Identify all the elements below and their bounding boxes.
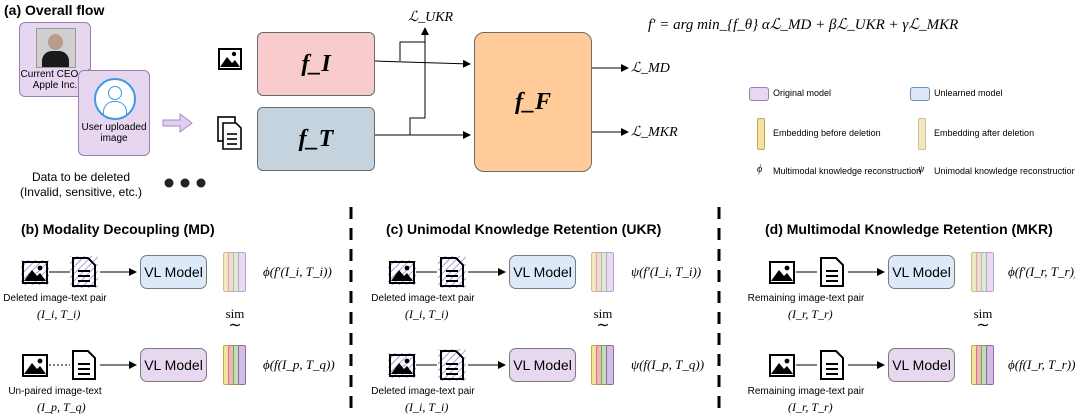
panel-c-sim: sim ∼ <box>590 306 616 334</box>
flow-arrow-icon <box>162 113 193 133</box>
ellipsis-dot <box>164 178 174 188</box>
user-avatar-icon <box>94 78 136 120</box>
sim-label: sim <box>593 306 613 321</box>
panel-d-bottom-formula: ϕ(f(I_r, T_r)) <box>1008 357 1075 372</box>
panel-c-top-sub: (I_i, T_i) <box>405 307 449 321</box>
deleted-image-icon <box>388 353 416 378</box>
panel-b-top-formula: ϕ(f′(I_i, T_i)) <box>263 264 332 279</box>
embedding-before-stack <box>223 345 246 385</box>
panel-b-sim: sim ∼ <box>222 306 248 334</box>
panel-b-bottom-caption: Un-paired image-text <box>8 386 102 397</box>
image-icon <box>22 354 48 377</box>
panel-c-title: (c) Unimodal Knowledge Retention (UKR) <box>386 221 662 237</box>
sim-label: sim <box>973 306 993 321</box>
unlearned-vl-model: VL Model <box>888 255 955 289</box>
legend-phi-label: Multimodal knowledge reconstruction <box>773 166 922 176</box>
panel-d-top-caption: Remaining image-text pair <box>747 293 865 304</box>
panel-d-bottom-caption: Remaining image-text pair <box>747 386 865 397</box>
panel-c-bottom-sub: (I_i, T_i) <box>405 400 449 414</box>
deleted-text-icon <box>438 349 466 381</box>
unlearned-vl-model: VL Model <box>509 255 576 289</box>
deleted-image-icon <box>21 260 49 285</box>
legend-original-swatch <box>749 87 769 101</box>
tilde-icon: ∼ <box>976 317 990 334</box>
fusion-model-box: f_F <box>474 32 592 172</box>
image-encoder-box: f_I <box>257 32 375 96</box>
documents-icon <box>217 116 242 150</box>
fi-to-ukr-arrow <box>399 27 429 61</box>
panel-d-top-sub: (I_r, T_r) <box>788 307 833 321</box>
original-vl-model: VL Model <box>888 348 955 382</box>
unlearned-vl-model: VL Model <box>140 255 207 289</box>
ellipsis-dot <box>180 178 190 188</box>
legend-emb-after-label: Embedding after deletion <box>934 128 1035 138</box>
ceo-caption: Current CEO of Apple Inc. <box>20 69 90 91</box>
loss-mkr: ℒ_MKR <box>631 125 678 140</box>
ft-to-ukr-arrow <box>409 42 426 135</box>
legend-emb-after-swatch <box>918 118 926 150</box>
tilde-icon: ∼ <box>228 317 242 334</box>
data-to-delete-caption: Data to be deleted (Invalid, sensitive, … <box>6 170 156 200</box>
panel-b-bottom-sub: (I_p, T_q) <box>37 400 86 414</box>
panel-b-title: (b) Modality Decoupling (MD) <box>21 221 215 237</box>
legend-unlearned-swatch <box>910 87 930 101</box>
deleted-text-icon <box>438 256 466 288</box>
ff-label: f_F <box>515 88 551 115</box>
legend-psi-symbol: ψ <box>918 164 925 175</box>
panel-d-bottom-sub: (I_r, T_r) <box>788 400 833 414</box>
fi-to-ff-arrow <box>374 59 471 68</box>
panel-d-title: (d) Multimodal Knowledge Retention (MKR) <box>765 221 1053 237</box>
embedding-before-stack <box>591 345 614 385</box>
sim-label: sim <box>225 306 245 321</box>
image-icon <box>769 261 795 284</box>
original-vl-model: VL Model <box>509 348 576 382</box>
text-document-icon <box>820 257 844 287</box>
panel-c-top-caption: Deleted image-text pair <box>371 293 475 304</box>
panel-d-top-formula: ϕ(f′(I_r, T_r)) <box>1008 264 1075 279</box>
legend-emb-before-label: Embedding before deletion <box>773 128 881 138</box>
user-caption: User uploaded image <box>81 122 147 144</box>
panel-d-sim: sim ∼ <box>970 306 996 334</box>
panel-b-top-sub: (I_i, T_i) <box>37 307 81 321</box>
text-document-icon <box>72 350 96 380</box>
legend-phi-symbol: ϕ <box>757 164 763 175</box>
data-caption-line1: Data to be deleted <box>31 170 131 184</box>
panel-c-bottom-formula: ψ(f(I_p, T_q)) <box>631 357 705 372</box>
panel-c-top-formula: ψ(f′(I_i, T_i)) <box>631 264 702 279</box>
legend-original-label: Original model <box>773 88 832 98</box>
embedding-after-stack <box>223 252 246 292</box>
embedding-after-stack <box>591 252 614 292</box>
original-vl-model: VL Model <box>140 348 207 382</box>
ft-label: f_T <box>298 125 334 152</box>
deleted-text-icon <box>70 256 98 288</box>
panel-a-title: (a) Overall flow <box>4 2 105 18</box>
image-icon <box>218 48 242 70</box>
tilde-icon: ∼ <box>596 317 610 334</box>
objective-formula: f′ = arg min_{f_θ} αℒ_MD + βℒ_UKR + γℒ_M… <box>648 17 959 33</box>
legend-emb-before-swatch <box>757 118 765 150</box>
text-document-icon <box>820 350 844 380</box>
loss-md: ℒ_MD <box>631 61 670 76</box>
user-upload-card: User uploaded image <box>78 70 150 156</box>
embedding-before-stack <box>971 345 994 385</box>
data-caption-line2: (Invalid, sensitive, etc.) <box>19 185 143 199</box>
legend-unlearned-label: Unlearned model <box>934 88 1003 98</box>
portrait-image <box>36 28 76 68</box>
panel-c-bottom-caption: Deleted image-text pair <box>371 386 475 397</box>
deleted-image-icon <box>388 260 416 285</box>
embedding-after-stack <box>971 252 994 292</box>
image-icon <box>769 354 795 377</box>
loss-ukr: ℒ_UKR <box>408 10 454 25</box>
ellipsis-dot <box>196 178 206 188</box>
text-encoder-box: f_T <box>257 107 375 171</box>
ceo-card: Current CEO of Apple Inc. <box>19 22 91 97</box>
panel-b-bottom-formula: ϕ(f(I_p, T_q)) <box>263 357 335 372</box>
fi-label: f_I <box>301 50 331 77</box>
legend-psi-label: Unimodal knowledge reconstruction <box>934 166 1075 176</box>
panel-b-top-caption: Deleted image-text pair <box>3 293 107 304</box>
